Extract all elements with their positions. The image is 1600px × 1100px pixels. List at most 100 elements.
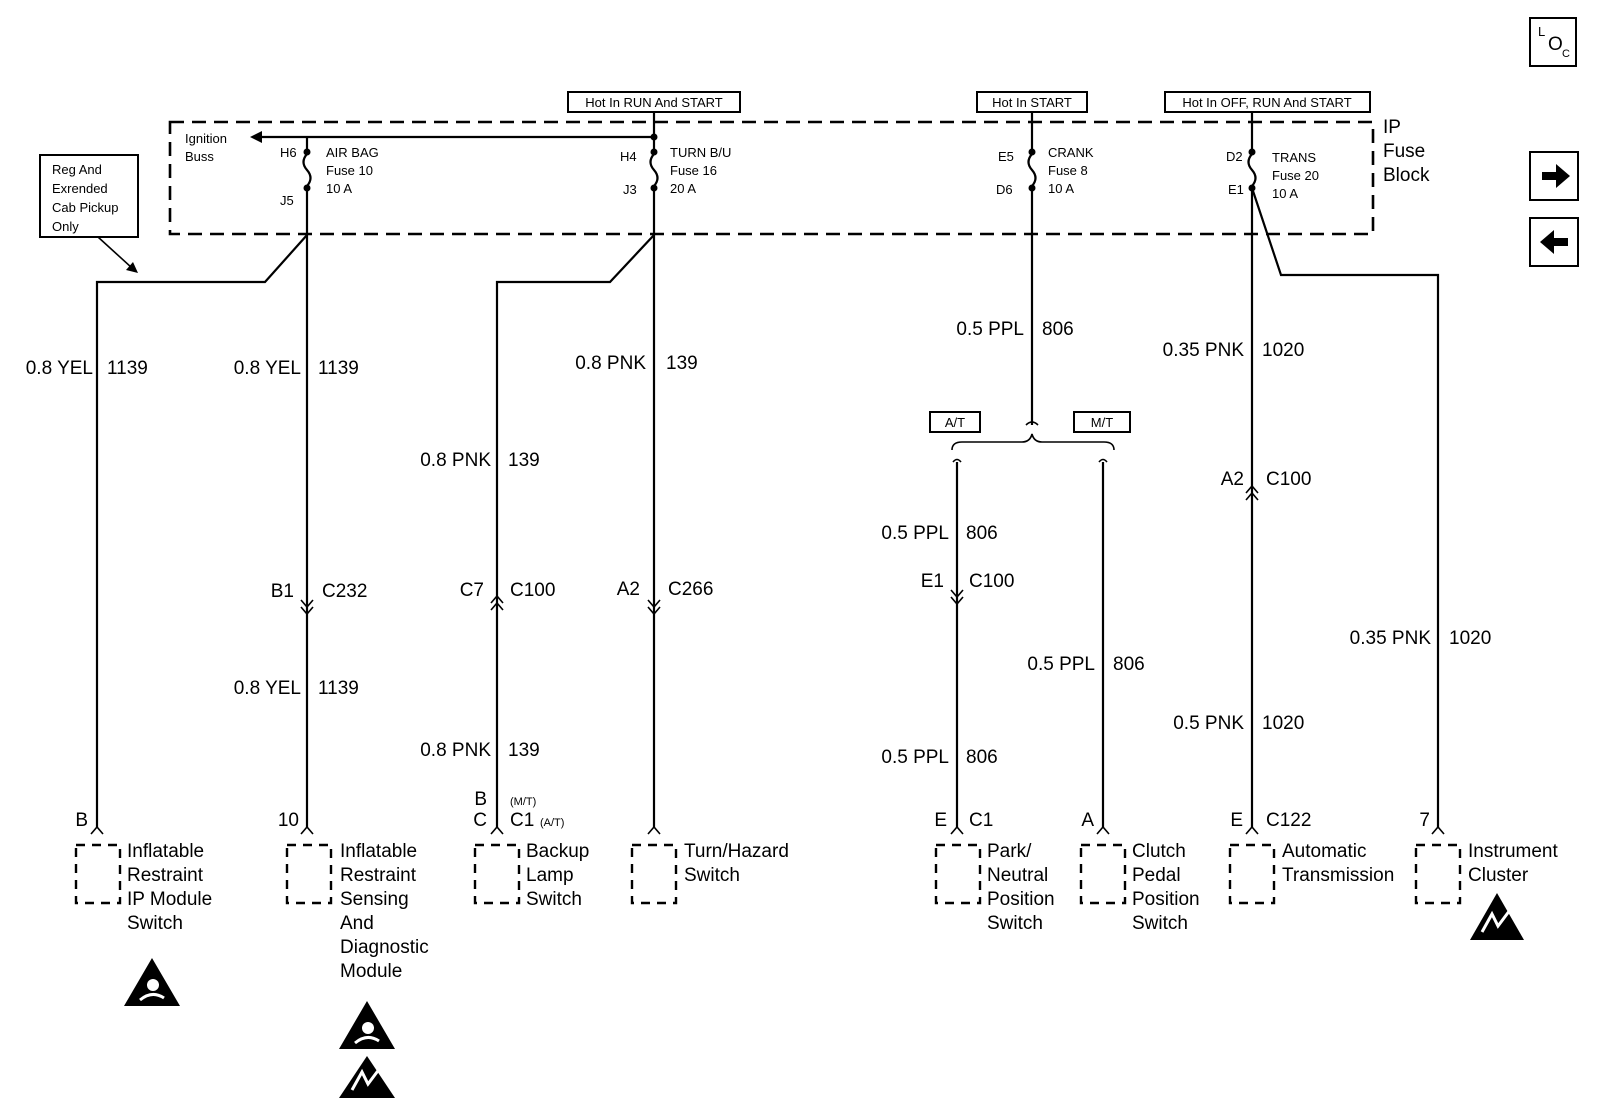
svg-text:E1: E1 bbox=[921, 571, 944, 592]
svg-text:(A/T): (A/T) bbox=[540, 817, 564, 829]
previous-page-button[interactable] bbox=[1529, 217, 1579, 267]
svg-text:1020: 1020 bbox=[1262, 713, 1304, 734]
svg-text:C: C bbox=[473, 810, 487, 831]
svg-text:Fuse 16: Fuse 16 bbox=[670, 163, 717, 178]
component-pnp-switch bbox=[934, 843, 982, 905]
svg-text:J3: J3 bbox=[623, 182, 637, 197]
svg-text:O: O bbox=[1548, 34, 1563, 55]
svg-text:0.8 YEL: 0.8 YEL bbox=[26, 358, 93, 379]
svg-text:Inflatable: Inflatable bbox=[340, 841, 417, 862]
svg-text:H4: H4 bbox=[620, 149, 637, 164]
svg-text:0.5 PPL: 0.5 PPL bbox=[1027, 654, 1095, 675]
svg-text:Restraint: Restraint bbox=[340, 865, 417, 886]
option-mt-label: M/T bbox=[1091, 415, 1113, 430]
location-button[interactable]: L O C bbox=[1529, 17, 1577, 67]
ignition-buss-label-1: Ignition bbox=[185, 131, 227, 146]
svg-text:TURN B/U: TURN B/U bbox=[670, 145, 731, 160]
svg-text:C232: C232 bbox=[322, 581, 367, 602]
esd-warning-icon bbox=[1470, 893, 1524, 940]
svg-text:Switch: Switch bbox=[684, 865, 740, 886]
svg-text:Restraint: Restraint bbox=[127, 865, 204, 886]
svg-text:139: 139 bbox=[666, 353, 698, 374]
svg-text:Lamp: Lamp bbox=[526, 865, 574, 886]
svg-text:D6: D6 bbox=[996, 182, 1013, 197]
component-sdm bbox=[285, 843, 333, 905]
svg-text:Switch: Switch bbox=[127, 913, 183, 934]
svg-text:B: B bbox=[75, 810, 88, 831]
svg-text:Cluster: Cluster bbox=[1468, 865, 1529, 886]
svg-text:Exrended: Exrended bbox=[52, 181, 108, 196]
svg-text:0.5 PPL: 0.5 PPL bbox=[881, 523, 949, 544]
fuse-block-name-2: Fuse bbox=[1383, 141, 1425, 162]
option-at-label: A/T bbox=[945, 415, 965, 430]
svg-text:Automatic: Automatic bbox=[1282, 841, 1366, 862]
svg-text:C1: C1 bbox=[510, 810, 534, 831]
svg-text:C100: C100 bbox=[1266, 469, 1311, 490]
ignition-buss-label-2: Buss bbox=[185, 149, 214, 164]
svg-text:1020: 1020 bbox=[1262, 340, 1304, 361]
svg-text:Position: Position bbox=[1132, 889, 1200, 910]
svg-text:Only: Only bbox=[52, 219, 79, 234]
svg-text:B: B bbox=[474, 789, 487, 810]
svg-text:J5: J5 bbox=[280, 193, 294, 208]
svg-text:E: E bbox=[1230, 810, 1243, 831]
svg-text:0.8 YEL: 0.8 YEL bbox=[234, 678, 301, 699]
svg-text:Turn/Hazard: Turn/Hazard bbox=[684, 841, 789, 862]
fuse-turn-bu: H4 J3 TURN B/U Fuse 16 20 A bbox=[620, 137, 731, 197]
svg-text:1139: 1139 bbox=[318, 358, 359, 379]
svg-text:0.8 PNK: 0.8 PNK bbox=[420, 740, 491, 761]
svg-text:7: 7 bbox=[1419, 810, 1430, 831]
hot-start-label: Hot In START bbox=[992, 95, 1072, 110]
svg-text:B1: B1 bbox=[271, 581, 294, 602]
svg-text:Transmission: Transmission bbox=[1282, 865, 1394, 886]
svg-text:Position: Position bbox=[987, 889, 1055, 910]
svg-text:806: 806 bbox=[1113, 654, 1145, 675]
svg-text:And: And bbox=[340, 913, 374, 934]
airbag-warning-icon bbox=[339, 1001, 395, 1049]
svg-text:AIR BAG: AIR BAG bbox=[326, 145, 379, 160]
fuse-airbag: H6 J5 AIR BAG Fuse 10 10 A bbox=[280, 145, 379, 208]
svg-text:H6: H6 bbox=[280, 145, 297, 160]
svg-text:0.35 PNK: 0.35 PNK bbox=[1163, 340, 1245, 361]
svg-text:CRANK: CRANK bbox=[1048, 145, 1094, 160]
svg-text:Cab Pickup: Cab Pickup bbox=[52, 200, 118, 215]
fuse-block-name-3: Block bbox=[1383, 165, 1430, 186]
svg-text:Switch: Switch bbox=[987, 913, 1043, 934]
svg-text:C7: C7 bbox=[460, 580, 484, 601]
svg-text:0.5 PNK: 0.5 PNK bbox=[1173, 713, 1244, 734]
svg-text:C122: C122 bbox=[1266, 810, 1311, 831]
component-backup-lamp-switch bbox=[473, 843, 521, 905]
hot-off-run-start-label: Hot In OFF, RUN And START bbox=[1182, 95, 1351, 110]
svg-text:Diagnostic: Diagnostic bbox=[340, 937, 429, 958]
svg-text:A2: A2 bbox=[1221, 469, 1244, 490]
svg-text:C100: C100 bbox=[510, 580, 555, 601]
svg-text:(M/T): (M/T) bbox=[510, 796, 536, 808]
svg-text:10 A: 10 A bbox=[326, 181, 352, 196]
svg-text:0.35 PNK: 0.35 PNK bbox=[1350, 628, 1432, 649]
svg-text:D2: D2 bbox=[1226, 149, 1243, 164]
svg-text:Switch: Switch bbox=[1132, 913, 1188, 934]
svg-text:Instrument: Instrument bbox=[1468, 841, 1558, 862]
svg-text:0.8 PNK: 0.8 PNK bbox=[420, 450, 491, 471]
svg-text:806: 806 bbox=[966, 523, 998, 544]
svg-text:0.8 YEL: 0.8 YEL bbox=[234, 358, 301, 379]
fuse-trans: D2 E1 TRANS Fuse 20 10 A bbox=[1226, 148, 1319, 201]
ip-fuse-block-outline bbox=[168, 120, 1375, 236]
svg-text:Clutch: Clutch bbox=[1132, 841, 1186, 862]
svg-text:Backup: Backup bbox=[526, 841, 589, 862]
svg-text:Park/: Park/ bbox=[987, 841, 1032, 862]
svg-text:E: E bbox=[934, 810, 947, 831]
svg-text:C100: C100 bbox=[969, 571, 1014, 592]
svg-text:IP Module: IP Module bbox=[127, 889, 212, 910]
wire-139-backup bbox=[495, 234, 655, 828]
svg-text:0.8 PNK: 0.8 PNK bbox=[575, 353, 646, 374]
svg-text:Sensing: Sensing bbox=[340, 889, 409, 910]
svg-text:C1: C1 bbox=[969, 810, 993, 831]
component-instrument-cluster bbox=[1414, 843, 1462, 905]
svg-text:806: 806 bbox=[966, 747, 998, 768]
svg-text:20 A: 20 A bbox=[670, 181, 696, 196]
next-page-button[interactable] bbox=[1529, 151, 1579, 201]
arrow-left-icon bbox=[1540, 230, 1568, 254]
svg-text:A: A bbox=[1081, 810, 1094, 831]
